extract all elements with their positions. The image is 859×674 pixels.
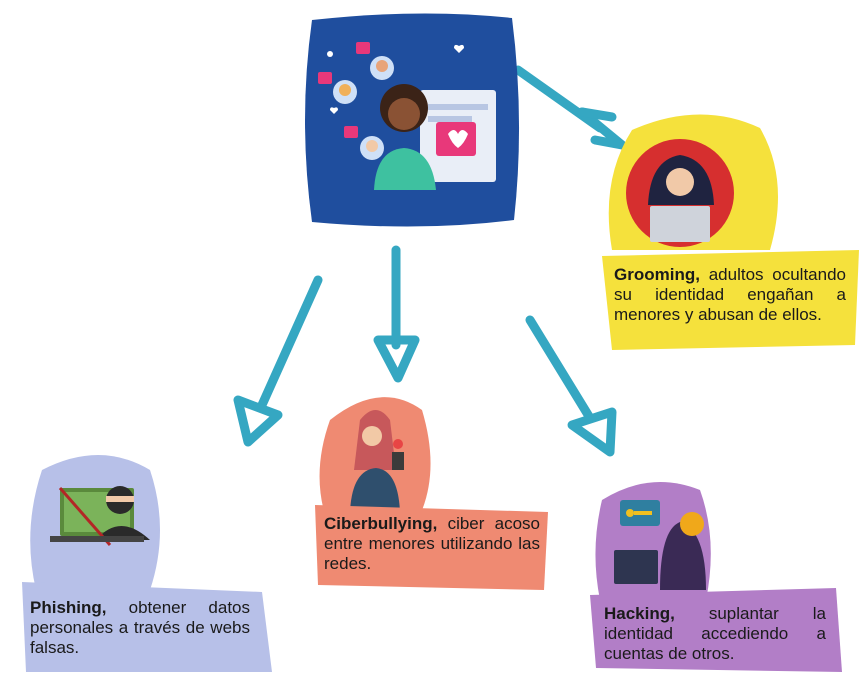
- hacking-illustration: [595, 482, 711, 600]
- phishing-illustration: [30, 455, 161, 590]
- phishing-card: [22, 582, 272, 672]
- ciberbullying-text: Ciberbullying, ciber acoso entre menores…: [324, 514, 540, 574]
- ciberbullying-illustration: [319, 397, 431, 515]
- grooming-term: Grooming,: [614, 265, 700, 284]
- ciberbullying-description: ciber acoso entre menores utilizando las…: [324, 514, 540, 573]
- ciberbullying-card: [315, 505, 548, 590]
- hacking-text: Hacking, suplantar la identidad accedien…: [604, 604, 826, 664]
- grooming-description: adultos ocultando su identidad engañan a…: [614, 265, 846, 324]
- arrow-to-ciberbullying: [373, 245, 420, 383]
- phishing-text: Phishing, obtener datos personales a tra…: [30, 598, 250, 658]
- hacking-term: Hacking,: [604, 604, 675, 623]
- grooming-illustration: [608, 114, 778, 250]
- grooming-card: [602, 250, 859, 350]
- grooming-text: Grooming, adultos ocultando su identidad…: [614, 265, 846, 325]
- arrow-to-hacking: [525, 315, 617, 457]
- hacking-description: suplantar la identidad accediendo a cuen…: [604, 604, 826, 663]
- arrow-to-grooming: [513, 65, 627, 150]
- phishing-term: Phishing,: [30, 598, 107, 617]
- ciberbullying-term: Ciberbullying,: [324, 514, 438, 533]
- phishing-description: obtener datos personales a través de web…: [30, 598, 250, 657]
- center-illustration: [305, 13, 520, 227]
- hacking-card: [590, 588, 842, 672]
- arrow-to-phishing: [233, 275, 323, 447]
